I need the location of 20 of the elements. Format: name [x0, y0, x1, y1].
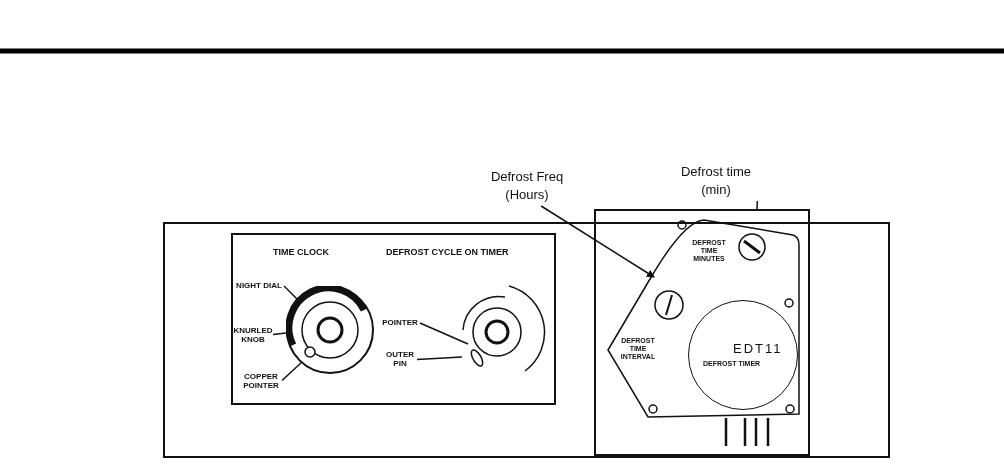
callout-label: Defrost Freq (Hours)	[489, 168, 565, 204]
leader-line	[281, 361, 303, 382]
model-number: EDT11	[733, 344, 783, 353]
section-heading: DEFROST CYCLE ON TIMER	[386, 248, 509, 257]
part-label: OUTER PIN	[385, 350, 415, 368]
leader-line	[416, 356, 463, 361]
leader-line	[756, 200, 759, 211]
arrow	[540, 205, 655, 278]
time-clock-drawing	[286, 286, 374, 374]
part-label: NIGHT DIAL	[235, 281, 283, 290]
timer-housing	[594, 209, 810, 456]
leader-line	[419, 322, 469, 345]
callout-label: Defrost time (min)	[679, 163, 753, 199]
timer-panel	[231, 233, 556, 405]
part-label: POINTER	[381, 318, 419, 327]
part-label: KNURLED KNOB	[233, 326, 273, 344]
timer-plate	[604, 219, 801, 419]
section-heading: TIME CLOCK	[273, 248, 329, 257]
leader-line	[272, 332, 287, 336]
part-label: COPPER POINTER	[242, 372, 280, 390]
